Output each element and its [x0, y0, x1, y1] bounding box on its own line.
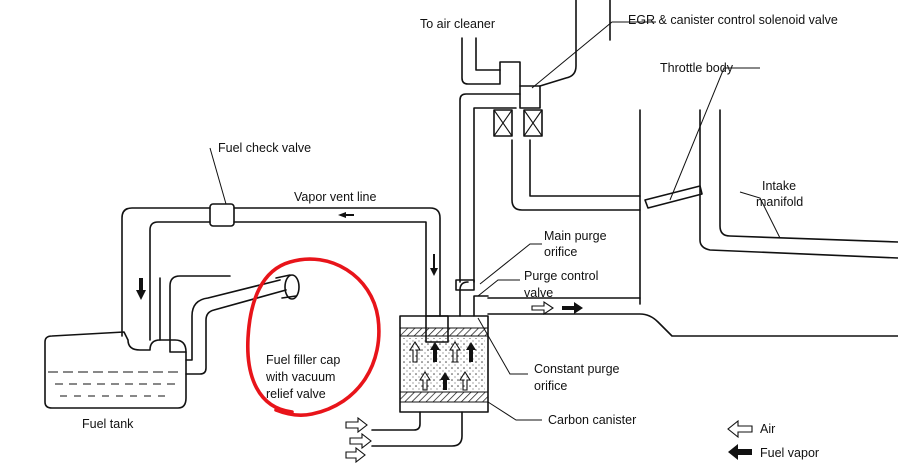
leader-lines: [209, 21, 781, 421]
fuel-vapor-arrow-icon: [728, 444, 752, 460]
label-fuel-filler-cap-1: Fuel filler cap: [266, 353, 340, 367]
label-fuel-tank: Fuel tank: [82, 417, 134, 431]
label-egr-valve: EGR & canister control solenoid valve: [628, 13, 838, 27]
legend-air-label: Air: [760, 422, 775, 436]
canister-air-inlet: [345, 411, 463, 464]
vent-pipe: [121, 207, 211, 341]
solenoid-pipe: [459, 93, 641, 283]
fuel-tank: [44, 331, 187, 409]
label-purge-control-valve-1: Purge control: [524, 269, 598, 283]
air-cleaner-line: [461, 0, 577, 87]
label-main-purge-orifice-2: orifice: [544, 245, 577, 259]
label-intake-manifold-2: manifold: [756, 195, 803, 209]
label-main-purge-orifice-1: Main purge: [544, 229, 607, 243]
fuel-check-valve: [209, 203, 235, 227]
label-constant-purge-orifice-2: orifice: [534, 379, 567, 393]
label-constant-purge-orifice-1: Constant purge: [534, 362, 620, 376]
label-throttle-body: Throttle body: [660, 61, 734, 75]
fuel-filler-neck: [159, 274, 300, 375]
purge-line: [455, 279, 898, 337]
label-intake-manifold-1: Intake: [762, 179, 796, 193]
label-carbon-canister: Carbon canister: [548, 413, 636, 427]
label-purge-control-valve-2: valve: [524, 286, 553, 300]
highlight-circle: [246, 257, 381, 418]
label-vapor-vent-line: Vapor vent line: [294, 190, 377, 204]
air-arrow-icon: [727, 419, 753, 439]
throttle-body: [609, 0, 898, 305]
label-fuel-filler-cap-2: with vacuum: [265, 370, 335, 384]
vapor-vent-line: [233, 207, 441, 317]
label-fuel-check-valve: Fuel check valve: [218, 141, 311, 155]
label-to-air-cleaner: To air cleaner: [420, 17, 495, 31]
legend-fuel-vapor-label: Fuel vapor: [760, 446, 819, 460]
label-fuel-filler-cap-3: relief valve: [266, 387, 326, 401]
legend-icons: [727, 419, 753, 460]
egr-solenoid-valve: [493, 61, 543, 137]
carbon-canister: [399, 315, 489, 413]
